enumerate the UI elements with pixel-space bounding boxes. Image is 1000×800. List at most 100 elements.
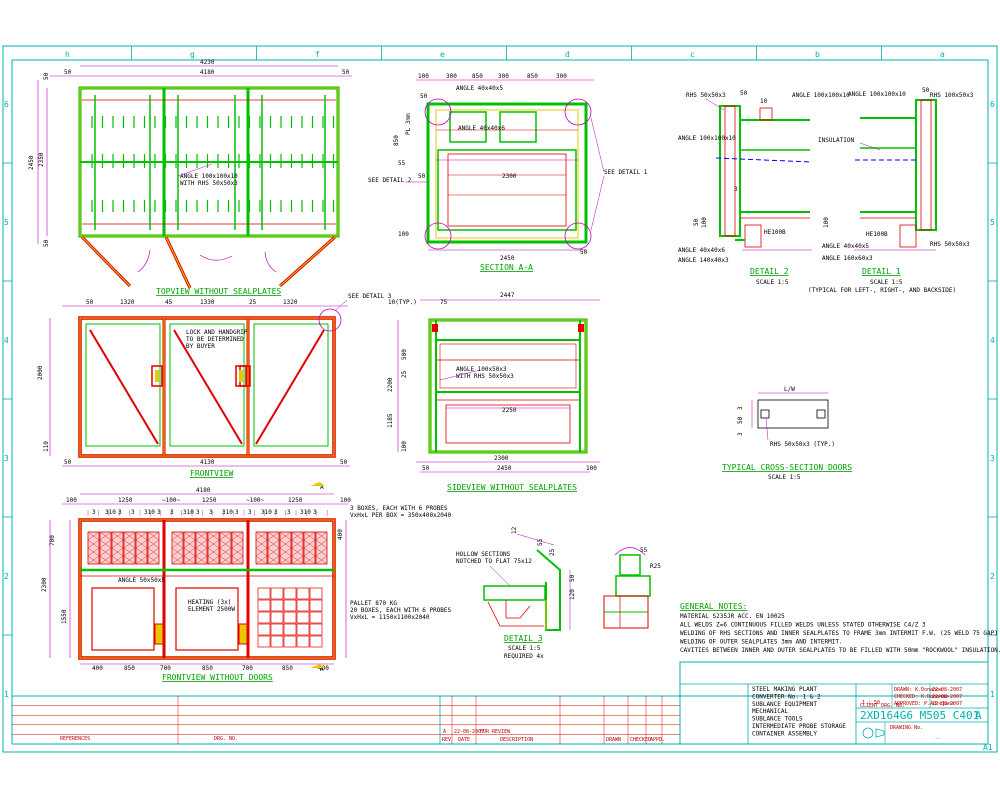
fnd-dim-bot-4: 700 — [242, 665, 253, 672]
signoff-2-name: APPROVED: P.Adrijans — [894, 701, 954, 707]
grid-col-h: h — [65, 50, 70, 59]
probe-box — [255, 531, 268, 565]
pallet-box — [270, 635, 284, 648]
signoff-0-name: DRAWN: K.Donahoe — [894, 687, 942, 693]
fnd-dim-top-5: 1250 — [288, 497, 303, 504]
signoff-1-date: 22-08-2007 — [932, 694, 962, 700]
general-notes: GENERAL NOTES: MATERIAL S235JR ACC. EN 1… — [680, 602, 1000, 654]
pallet-box — [257, 623, 271, 636]
pallet-box — [296, 599, 310, 612]
project-line-6: CONTAINER ASSEMBLY — [752, 730, 817, 737]
signoff-1-name: CHECKED: K.Donahoe — [894, 694, 948, 700]
probe-box — [207, 531, 220, 565]
topview-dim-h-top: 50 — [43, 72, 50, 80]
pallet-box — [257, 587, 271, 600]
cross-section-doors: TYPICAL CROSS-SECTION DOORS SCALE 1:5 L/… — [722, 386, 852, 481]
project-line-1: CONVERTER No. 1 & 2 — [752, 693, 821, 700]
sideview-dim-7: 100 — [586, 465, 597, 472]
detail-2-title: DETAIL 2 — [750, 267, 789, 276]
pallet-box — [283, 611, 297, 624]
project-line-2: SUBLANCE EQUIPMENT — [752, 701, 817, 708]
sideview-dim-11: 500 — [401, 349, 408, 360]
frontview-note-detail3: SEE DETAIL 3 — [348, 293, 392, 300]
pallet-box — [309, 623, 323, 636]
fnd-dim-bot-5: 850 — [282, 665, 293, 672]
frontview-dim-3: 1330 — [200, 299, 215, 306]
section-aa-dim-4: 850 — [527, 73, 538, 80]
detail-2-note-1: ANGLE 100x100x10 — [792, 92, 850, 99]
detail-1-note-3: HE100B — [866, 231, 888, 238]
sideview-title: SIDEVIEW WITHOUT SEALPLATES — [447, 483, 577, 492]
detail-3-scale: SCALE 1:5 — [508, 645, 541, 652]
fnd-dim-bot-3: 850 — [202, 665, 213, 672]
drawing-no-label: CLIENT DRG. NO. — [860, 703, 905, 709]
fnd-dim-side-1: 1550 — [61, 609, 68, 624]
fnd-dim-bot-0: 400 — [92, 665, 103, 672]
grid-row-right-4: 4 — [990, 336, 995, 345]
pallet-box — [270, 599, 284, 612]
probe-box — [219, 531, 232, 565]
fnd-dim-bot-2: 700 — [160, 665, 171, 672]
detail-3-note-7: R25 — [650, 563, 661, 570]
general-note-line-2: WELDING OF RHS SECTIONS AND INNER SEALPL… — [680, 630, 998, 637]
general-notes-title: GENERAL NOTES: — [680, 602, 747, 611]
pallet-box — [270, 587, 284, 600]
detail-1-note-6: RHS 50x50x3 — [930, 241, 970, 248]
fnd-dim-probe-spacing: 3 — [209, 509, 213, 516]
drawing-number: 2XD164G6 M505 C401 — [860, 709, 979, 722]
section-aa-note-2: SEE DETAIL 2 — [368, 177, 412, 184]
projection-symbol-icon — [862, 727, 885, 739]
detail-1-note-0: ANGLE 100x100x10 — [848, 91, 906, 98]
detail-3-note-6: 55 — [640, 547, 648, 554]
frontview-dim-5: 1320 — [283, 299, 298, 306]
pallet-box — [296, 611, 310, 624]
detail-3: DETAIL 3 SCALE 1:5 REQUIRED 4x HOLLOW SE… — [456, 526, 661, 660]
fnd-dim-probe-spacing: 3 — [196, 509, 200, 516]
section-aa-note-0: ANGLE 40x40x5 — [456, 85, 503, 92]
detail-2-note-2: ANGLE 40x40x6 — [678, 247, 725, 254]
detail-1-note-8: 100 — [823, 217, 830, 228]
fnd-dim-top-2: ~100~ — [162, 497, 180, 504]
sideview-dim-3: 2250 — [502, 407, 517, 414]
sideview-dim-2: 2447 — [500, 292, 515, 299]
topview-dim-h-total: 2450 — [28, 155, 35, 170]
drawing-underscore: _ — [935, 730, 940, 739]
probe-box — [303, 531, 316, 565]
sideview-dim-6: 50 — [422, 465, 430, 472]
section-aa-dim-11: 100 — [398, 231, 409, 238]
detail-1-note-7: 50 — [922, 87, 930, 94]
general-note-line-4: CAVITIES BETWEEN INNER AND OUTER SEALPLA… — [680, 647, 1000, 654]
section-aa-dim-3: 300 — [498, 73, 509, 80]
pallet-box — [283, 635, 297, 648]
fnd-dim-side-3: 400 — [337, 529, 344, 540]
detail-3-note-3: 25 — [549, 548, 556, 556]
detail-3-note-2: 55 — [537, 538, 544, 546]
section-aa-dim-850: 850 — [393, 135, 400, 146]
detail-2-note-8: 50 — [693, 218, 700, 226]
grid-col-g: g — [190, 50, 195, 59]
pallet-box — [283, 599, 297, 612]
pallet-box — [309, 611, 323, 624]
fnd-dim-probe-spacing: 3 — [157, 509, 161, 516]
grid-row-left-6: 6 — [4, 100, 9, 109]
cross-section-note-3: 50 — [737, 416, 744, 424]
pallet-box — [309, 635, 323, 648]
detail-3-req: REQUIRED 4x — [504, 653, 544, 660]
project-line-3: MECHANICAL — [752, 708, 789, 715]
rev-row-rev: A — [443, 729, 446, 735]
fnd-dim-probe-spacing: 3 — [170, 509, 174, 516]
probe-box — [99, 531, 112, 565]
cross-section-note-1: RHS 50x50x3 (TYP.) — [770, 441, 835, 448]
probe-box — [87, 531, 100, 565]
cross-section-note-0: L/W — [784, 386, 795, 393]
probe-box — [315, 531, 328, 565]
